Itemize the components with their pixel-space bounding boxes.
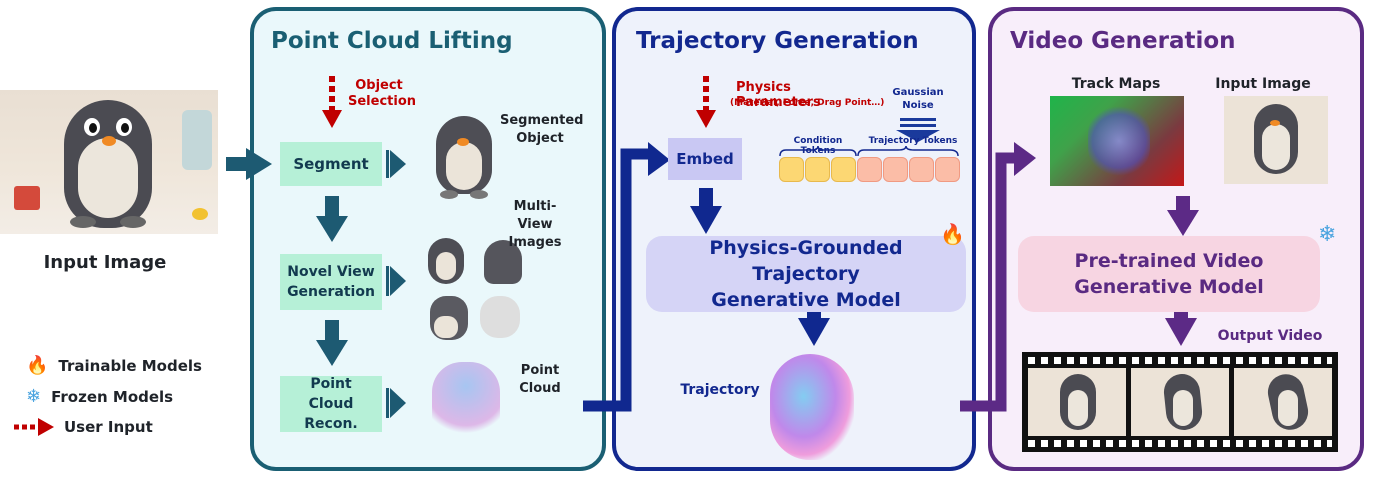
trajectory-image	[770, 354, 854, 460]
arrow-embed-to-model	[690, 188, 722, 234]
legend-frozen: ❄ Frozen Models	[26, 386, 174, 407]
multi-view-images	[426, 236, 526, 346]
arrowhead-embed	[648, 142, 670, 176]
segment-box: Segment	[280, 142, 382, 186]
chevron-recon	[386, 388, 406, 418]
output-video-label: Output Video	[1217, 328, 1323, 344]
film-perforations-top	[1028, 357, 1332, 364]
trajectory-token-4	[935, 157, 960, 182]
chevron-novel	[386, 266, 406, 296]
condition-tokens-label: Condition Tokens	[793, 136, 843, 156]
connector-pointcloud-to-embed	[583, 148, 652, 412]
snowflake-icon: ❄	[26, 386, 42, 407]
trajectory-token-3	[909, 157, 934, 182]
legend-user-input-arrow	[14, 418, 54, 436]
multi-view-label: Multi-View Images	[508, 199, 562, 250]
point-cloud-recon-box: Point Cloud Recon.	[280, 376, 382, 432]
film-frame-2	[1131, 368, 1229, 436]
input-image	[0, 90, 218, 234]
arrow-segment-to-novel	[316, 196, 348, 242]
panel-title-trajectory-generation: Trajectory Generation	[636, 28, 919, 54]
video-model-box: Pre-trained Video Generative Model	[1018, 236, 1320, 312]
trajectory-model-box: Physics-Grounded Trajectory Generative M…	[646, 236, 966, 312]
film-frame-3	[1234, 368, 1332, 436]
input-image-label: Input Image	[43, 252, 167, 273]
segmented-object-label: Segmented Object	[500, 113, 584, 146]
panel-title-video-generation: Video Generation	[1010, 28, 1236, 54]
object-selection-label: Object Selection	[348, 78, 417, 109]
connector-trajectory-to-trackmaps	[960, 152, 1018, 412]
track-maps-label: Track Maps	[1071, 76, 1161, 92]
point-cloud-label: Point Cloud	[519, 363, 561, 396]
output-video-filmstrip	[1022, 352, 1338, 452]
legend-trainable: 🔥 Trainable Models	[26, 355, 202, 376]
segmented-object-image	[432, 116, 496, 200]
trajectory-tokens-label: Trajectory Tokens	[868, 136, 958, 146]
dashed-arrow-physics	[696, 76, 716, 128]
physics-parameters-label: Physics Parameters	[736, 80, 821, 110]
novel-view-box: Novel View Generation	[280, 254, 382, 310]
physics-parameters-sub: (Material, Force, Drag Point…)	[730, 98, 885, 108]
arrow-trackmaps-to-model	[1167, 196, 1199, 236]
panel-title-point-cloud-lifting: Point Cloud Lifting	[271, 28, 513, 54]
frozen-snowflake-icon: ❄	[1318, 222, 1337, 247]
input-image-small	[1224, 96, 1328, 184]
condition-token-2	[805, 157, 830, 182]
track-maps-overlay	[1088, 104, 1150, 178]
embed-box: Embed	[668, 138, 742, 180]
chevron-segment	[386, 150, 406, 178]
film-perforations-bottom	[1028, 440, 1332, 447]
condition-token-3	[831, 157, 856, 182]
legend-user-input: User Input	[64, 418, 153, 436]
trainable-fire-icon: 🔥	[940, 222, 965, 246]
input-image-small-label: Input Image	[1215, 76, 1311, 92]
trajectory-label: Trajectory	[680, 382, 760, 398]
arrow-novel-to-recon	[316, 320, 348, 366]
arrow-input-to-segment	[226, 148, 272, 180]
film-frame-1	[1028, 368, 1126, 436]
arrowhead-trackmaps	[1014, 142, 1036, 176]
gaussian-noise-label: Gaussian Noise	[892, 87, 944, 111]
fire-icon: 🔥	[26, 355, 49, 376]
condition-token-1	[779, 157, 804, 182]
gaussian-noise-arrow	[896, 118, 940, 142]
trajectory-token-2	[883, 157, 908, 182]
trajectory-token-1	[857, 157, 882, 182]
dashed-arrow-object-selection	[322, 76, 342, 128]
point-cloud-image	[432, 362, 500, 442]
